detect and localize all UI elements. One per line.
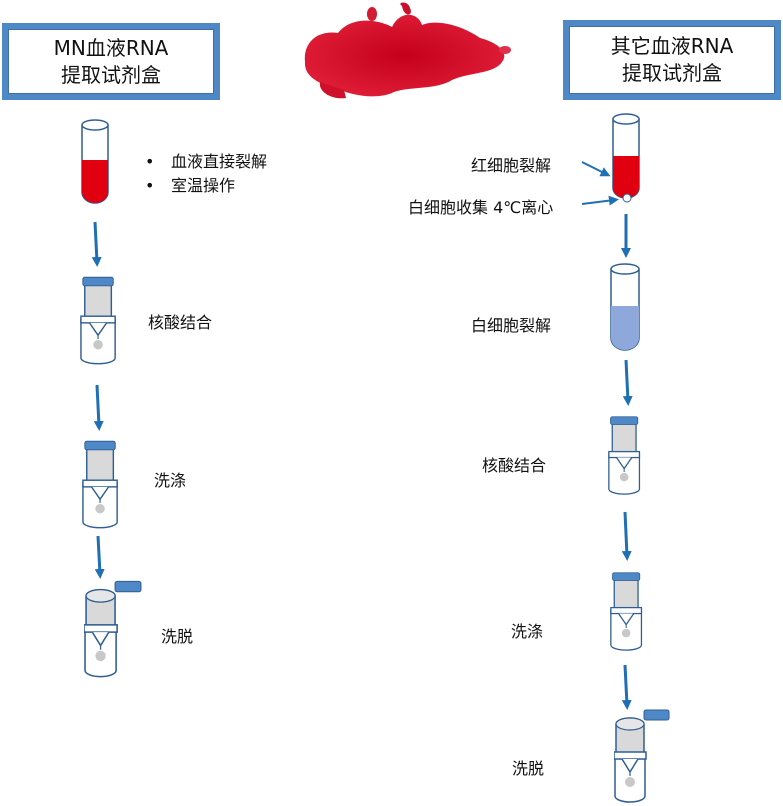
right-arrow-2	[622, 359, 633, 406]
left-kit-box: MN血液RNA 提取试剂盒	[2, 23, 220, 100]
left-elute-column	[84, 580, 142, 678]
right-blood-tube	[612, 113, 640, 203]
right-step-wbc-lysis-label: 白细胞裂解	[471, 316, 552, 335]
left-kit-title-line2: 提取试剂盒	[61, 62, 161, 87]
left-arrow-1	[91, 221, 102, 267]
rbc-lysis-pointer	[581, 161, 611, 177]
wbc-collect-pointer	[581, 195, 619, 206]
right-wash-column	[610, 572, 643, 651]
left-kit-title-line1: MN血液RNA	[53, 35, 169, 60]
right-arrow-3	[621, 511, 632, 561]
blood-splash-image	[304, 2, 511, 99]
right-rbc-lysis-label: 红细胞裂解	[471, 156, 552, 175]
right-wbc-collect-label: 白细胞收集 4℃离心	[408, 198, 554, 217]
right-kit-box: 其它血液RNA 提取试剂盒	[563, 20, 781, 100]
left-feature-item: 室温操作	[145, 174, 267, 198]
left-blood-tube	[81, 119, 109, 204]
right-kit-title-line1: 其它血液RNA	[610, 34, 734, 58]
left-arrow-2	[93, 384, 104, 431]
right-kit-title-line2: 提取试剂盒	[622, 61, 722, 85]
left-step-wash-label: 洗涤	[154, 471, 187, 490]
right-bind-column	[608, 416, 641, 495]
right-step-elute-label: 洗脱	[512, 759, 545, 778]
left-feature-item: 血液直接裂解	[145, 150, 267, 174]
right-step-wash-label: 洗涤	[511, 622, 544, 641]
left-bind-column	[80, 276, 116, 365]
right-lysate-tube	[610, 263, 640, 351]
left-wash-column	[82, 440, 118, 529]
left-step-elute-label: 洗脱	[161, 627, 194, 646]
right-arrow-4	[621, 664, 632, 710]
right-elute-column	[614, 709, 670, 803]
left-arrow-3	[94, 535, 105, 579]
right-step-bind-label: 核酸结合	[482, 456, 547, 475]
left-step-bind-label: 核酸结合	[148, 313, 213, 332]
left-feature-list: 血液直接裂解 室温操作	[145, 150, 267, 198]
